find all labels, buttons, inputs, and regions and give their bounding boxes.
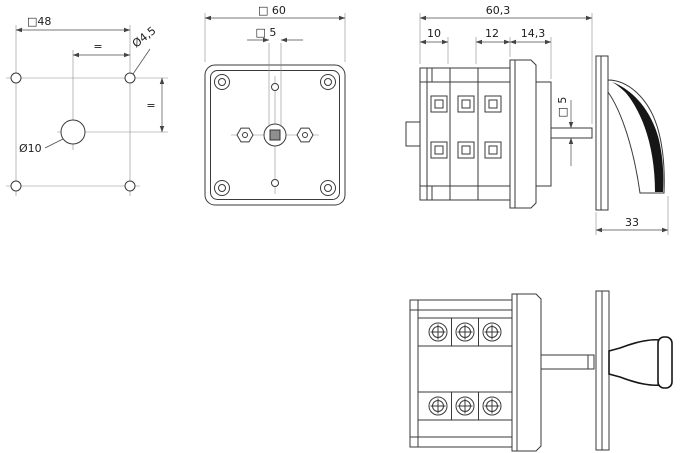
- leader-line: [132, 48, 151, 75]
- mounting-hole: [124, 180, 136, 192]
- terminal-screw: [455, 396, 475, 416]
- dimension-label-hole-small: Ø4,5: [130, 24, 159, 50]
- corner-screw: [320, 180, 336, 196]
- dimension-label-10: 10: [427, 27, 441, 40]
- small-hole: [271, 83, 279, 91]
- terminal-screw: [455, 322, 475, 342]
- mounting-flange: [511, 293, 542, 452]
- corner-screw: [320, 74, 336, 90]
- terminal-block-row: [430, 141, 502, 159]
- escutcheon-plate: [595, 55, 609, 211]
- drive-shaft: [540, 354, 595, 370]
- hex-nut-hole: [242, 132, 248, 138]
- dimension-label-33: 33: [625, 216, 639, 229]
- screw-inner: [218, 184, 226, 192]
- terminal-screw: [461, 99, 471, 109]
- square-shaft-end: [269, 129, 281, 141]
- mounting-flange: [509, 59, 537, 209]
- dimension-label-square5: □ 5: [256, 26, 277, 39]
- dimension-label-equal-right: =: [146, 99, 155, 112]
- corner-screw: [214, 180, 230, 196]
- side-view: 60,3 10 12 14,3 □ 5 33: [405, 4, 669, 235]
- drive-shaft: [550, 127, 593, 139]
- dimension-label-12: 12: [485, 27, 499, 40]
- flange-neck: [535, 81, 552, 187]
- shaft-hole: [60, 119, 86, 145]
- terminal-screw: [461, 145, 471, 155]
- dimension-label-14-3: 14,3: [521, 27, 546, 40]
- terminal-screw: [428, 322, 448, 342]
- dimension-label-equal-top: =: [93, 40, 102, 53]
- side-tab: [405, 121, 421, 147]
- front-view: □ 60 □ 5: [204, 4, 346, 206]
- dimension-label-square60: □ 60: [258, 4, 286, 17]
- dimension-label-square48: □48: [27, 15, 51, 28]
- dimension-label-hole-center: Ø10: [19, 142, 42, 155]
- terminal-screw: [482, 322, 502, 342]
- leader-line: [44, 138, 64, 149]
- dimension-label-shaft5: □ 5: [556, 97, 569, 118]
- terminal-screw: [428, 396, 448, 416]
- corner-screw: [214, 74, 230, 90]
- terminal-block-row: [430, 95, 502, 113]
- terminal-screw: [434, 145, 444, 155]
- mounting-hole: [124, 72, 136, 84]
- terminal-screw: [488, 99, 498, 109]
- terminal-screw: [434, 99, 444, 109]
- handle-knob-face: [657, 336, 673, 389]
- handle-grip: [612, 82, 664, 192]
- hex-nut-hole: [302, 132, 308, 138]
- mounting-hole: [10, 180, 22, 192]
- screw-inner: [324, 78, 332, 86]
- rear-side-view: [409, 290, 673, 452]
- mounting-plan-view: □48 = Ø4,5 = Ø10: [6, 15, 168, 196]
- terminal-screw: [482, 396, 502, 416]
- dimension-label-depth: 60,3: [486, 4, 511, 17]
- mounting-hole: [10, 72, 22, 84]
- switch-body: [419, 67, 511, 201]
- handle-outline: [607, 79, 665, 194]
- screw-inner: [324, 184, 332, 192]
- terminal-screw: [488, 145, 498, 155]
- handle-neck: [608, 338, 661, 387]
- screw-inner: [218, 78, 226, 86]
- small-hole: [271, 179, 279, 187]
